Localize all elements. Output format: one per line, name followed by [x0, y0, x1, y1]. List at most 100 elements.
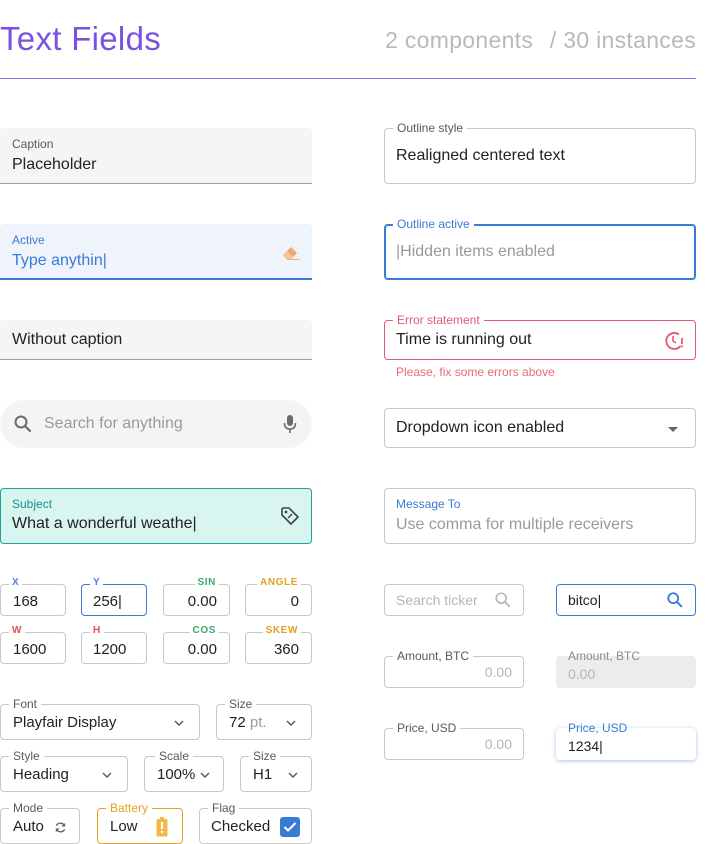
cos-field[interactable]: COS 0.00 — [163, 625, 230, 664]
battery-select[interactable]: Battery Low — [97, 801, 183, 844]
angle-label: ANGLE — [257, 577, 301, 589]
w-field[interactable]: W 1600 — [0, 625, 66, 664]
field-legend: Amount, BTC — [568, 649, 641, 663]
ticker-search-field[interactable]: Search ticker — [384, 584, 524, 616]
field-legend: Price, USD — [568, 721, 628, 735]
sin-value: 0.00 — [187, 593, 217, 610]
size-select[interactable]: Size 72 pt. — [216, 697, 312, 740]
size-value: 72 pt. — [229, 714, 267, 731]
ticker-active-field[interactable]: bitco| — [556, 584, 696, 616]
field-value: Realigned centered text — [396, 147, 565, 164]
mode-value: Auto — [13, 818, 44, 835]
mode-select[interactable]: Mode Auto — [0, 801, 80, 844]
y-value: 256| — [93, 593, 122, 610]
cos-label: COS — [189, 625, 219, 637]
field-caption: Subject — [12, 497, 53, 511]
field-legend: Amount, BTC — [393, 649, 474, 663]
header-divider — [0, 78, 696, 79]
outline-active-field[interactable]: Outline active |Hidden items enabled — [384, 217, 696, 280]
field-value: Dropdown icon enabled — [396, 419, 565, 436]
flag-select[interactable]: Flag Checked — [199, 801, 312, 844]
eraser-icon[interactable] — [280, 242, 302, 262]
ticker-value: bitco| — [568, 592, 602, 608]
amount-btc-field[interactable]: Amount, BTC 0.00 — [384, 649, 524, 688]
h-value: 1200 — [93, 641, 127, 658]
field-legend: Outline style — [393, 121, 468, 135]
field-legend: Error statement — [393, 313, 484, 327]
skew-field[interactable]: SKEW 360 — [245, 625, 312, 664]
font-label: Font — [9, 697, 42, 711]
amount-btc-disabled-field[interactable]: Amount, BTC 0.00 — [556, 649, 696, 688]
field-caption: Active — [12, 233, 45, 247]
battery-label: Battery — [106, 801, 153, 815]
sync-icon[interactable] — [53, 820, 67, 834]
battery-value: Low — [110, 818, 138, 835]
x-value: 168 — [13, 593, 39, 610]
x-label: X — [9, 577, 23, 589]
style-label: Style — [9, 749, 44, 763]
error-field[interactable]: Error statement Time is running out — [384, 313, 696, 360]
field-value: Without caption — [12, 331, 123, 348]
field-value: |Hidden items enabled — [396, 243, 555, 260]
search-icon — [12, 413, 34, 435]
y-field[interactable]: Y 256| — [81, 577, 147, 616]
active-field[interactable]: Active Type anythin| — [0, 224, 312, 280]
scale-label: Scale — [154, 749, 193, 763]
caret-down-icon[interactable] — [667, 425, 679, 433]
field-legend: Outline active — [393, 217, 474, 231]
price-usd-field[interactable]: Price, USD 0.00 — [384, 721, 524, 760]
h-label: H — [90, 625, 104, 637]
x-field[interactable]: X 168 — [0, 577, 66, 616]
message-to-field[interactable]: Message To Use comma for multiple receiv… — [384, 488, 696, 544]
checkbox-checked-icon[interactable] — [280, 817, 300, 837]
size-unit: pt. — [249, 714, 267, 731]
search-icon[interactable] — [665, 590, 685, 610]
chevron-down-icon — [199, 769, 211, 781]
clock-alert-icon — [662, 329, 686, 353]
field-caption: Message To — [396, 497, 461, 511]
subject-field[interactable]: Subject What a wonderful weathe| — [0, 488, 312, 544]
mode-label: Mode — [9, 801, 48, 815]
skew-label: SKEW — [262, 625, 301, 637]
size-number: 72 — [229, 714, 246, 731]
scale-select[interactable]: Scale 100% — [144, 749, 224, 792]
ticker-placeholder: Search ticker — [396, 592, 478, 608]
microphone-icon[interactable] — [282, 413, 298, 435]
heading-size-select[interactable]: Size H1 — [240, 749, 312, 792]
field-placeholder: Use comma for multiple receivers — [396, 516, 634, 533]
chevron-down-icon — [287, 769, 299, 781]
chevron-down-icon — [285, 717, 297, 729]
w-label: W — [9, 625, 26, 637]
cos-value: 0.00 — [187, 641, 217, 658]
field-value: 0.00 — [484, 736, 512, 752]
search-placeholder: Search for anything — [44, 415, 183, 432]
size-label: Size — [225, 697, 257, 711]
price-usd-active-field[interactable]: Price, USD 1234| — [556, 721, 696, 760]
instances-count: / 30 instances — [549, 27, 696, 53]
scale-value: 100% — [157, 766, 196, 783]
field-caption: Caption — [12, 137, 54, 151]
battery-low-icon — [156, 817, 168, 837]
flag-value: Checked — [211, 818, 271, 835]
h-field[interactable]: H 1200 — [81, 625, 147, 664]
component-counts: 2 components / 30 instances — [375, 27, 696, 54]
w-value: 1600 — [13, 641, 47, 658]
angle-value: 0 — [290, 593, 299, 610]
tag-icon[interactable] — [279, 505, 301, 527]
field-value: Time is running out — [396, 331, 532, 348]
error-message: Please, fix some errors above — [396, 365, 555, 379]
style-select[interactable]: Style Heading — [0, 749, 128, 792]
outline-style-field[interactable]: Outline style Realigned centered text — [384, 121, 696, 184]
no-caption-field[interactable]: Without caption — [0, 320, 312, 360]
heading-size-value: H1 — [253, 766, 273, 783]
field-value: What a wonderful weathe| — [12, 515, 197, 532]
flag-label: Flag — [208, 801, 240, 815]
search-icon[interactable] — [493, 590, 513, 610]
font-select[interactable]: Font Playfair Display — [0, 697, 200, 740]
search-field[interactable]: Search for anything — [0, 400, 312, 448]
sin-field[interactable]: SIN 0.00 — [163, 577, 230, 616]
angle-field[interactable]: ANGLE 0 — [245, 577, 312, 616]
dropdown-field[interactable]: Dropdown icon enabled — [384, 408, 696, 448]
caption-field[interactable]: Caption Placeholder — [0, 128, 312, 184]
